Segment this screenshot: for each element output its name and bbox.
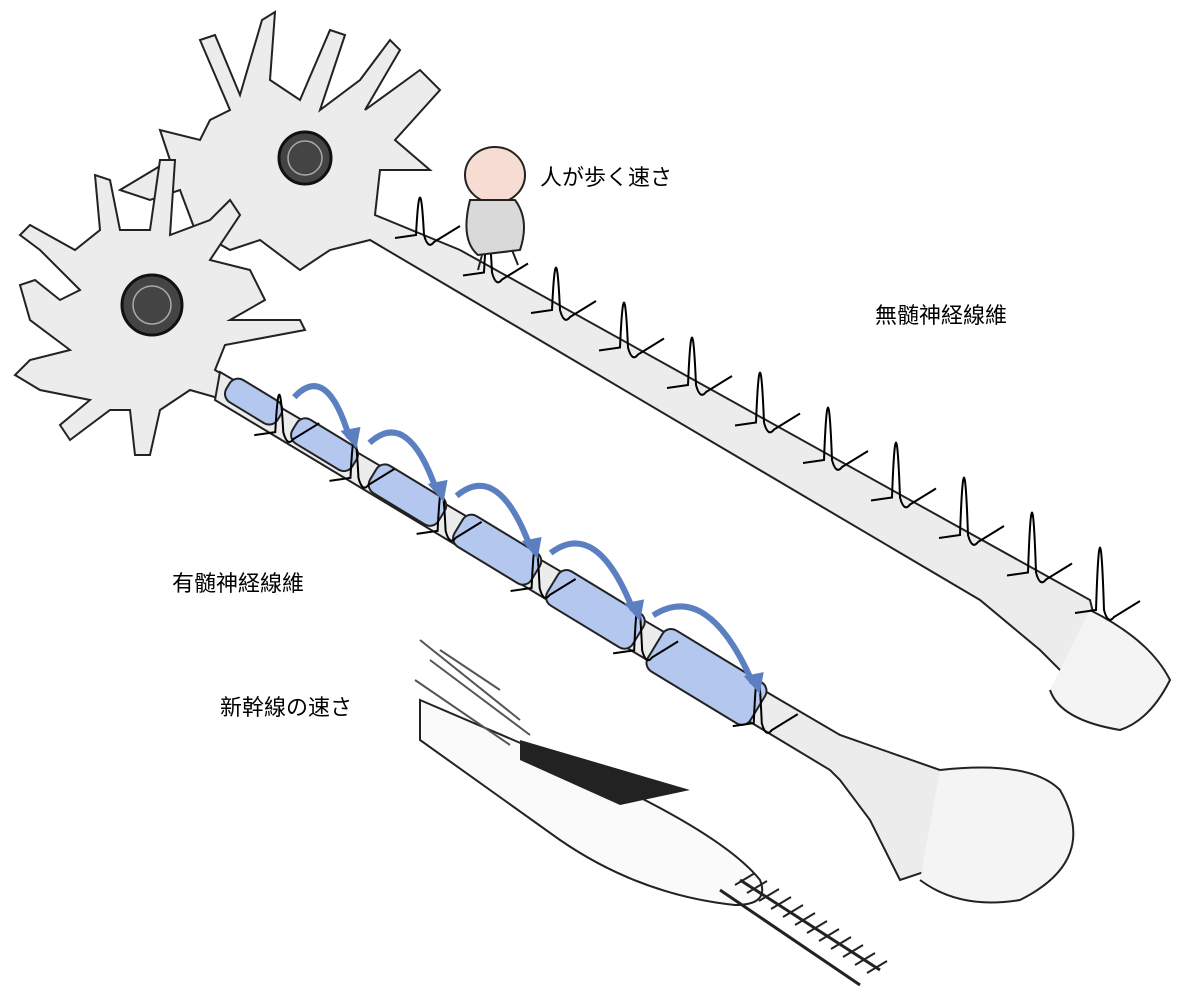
arrow-head-icon xyxy=(340,426,361,449)
label-myelinated-fiber: 有髄神経線維 xyxy=(172,572,305,597)
myelin-segment xyxy=(223,377,284,426)
myelin-segment xyxy=(290,417,359,473)
action-potential-spike xyxy=(870,441,937,509)
action-potential-spike xyxy=(254,393,320,443)
myelin-segment xyxy=(645,627,768,726)
label-unmyelinated-fiber: 無髄神経線維 xyxy=(875,304,1008,329)
rail-track xyxy=(734,872,888,974)
label-walking-speed: 人が歩く速さ xyxy=(540,166,673,191)
arrow-head-icon xyxy=(427,479,448,502)
action-potential-spike xyxy=(329,437,395,489)
myelin-sheaths xyxy=(223,377,768,726)
jump-arrow xyxy=(367,429,440,492)
jump-arrow xyxy=(651,603,756,685)
action-potential-spike xyxy=(666,336,733,396)
walking-child-figure xyxy=(464,146,526,271)
jump-arrow xyxy=(292,383,353,439)
jump-arrow xyxy=(548,540,636,612)
action-potential-spike xyxy=(598,301,665,359)
saltatory-jump-arrows xyxy=(292,383,764,695)
action-potential-spike xyxy=(612,603,679,662)
action-potential-spike xyxy=(938,476,1005,546)
arrow-head-icon xyxy=(521,537,542,560)
action-potential-spike xyxy=(394,196,461,246)
myelin-segment xyxy=(545,569,646,650)
jump-arrow xyxy=(454,483,534,550)
action-potential-spike xyxy=(732,674,799,734)
action-potential-spike xyxy=(1006,511,1073,584)
action-potential-spike xyxy=(734,371,801,434)
myelin-segment xyxy=(367,463,448,527)
action-potential-spike xyxy=(1074,546,1141,621)
action-potential-spike xyxy=(802,406,869,471)
action-potential-spikes xyxy=(254,196,1141,734)
myelin-segment xyxy=(452,513,543,586)
axon-terminal-upper xyxy=(1049,609,1172,732)
arrow-head-icon xyxy=(624,599,645,622)
action-potential-spike xyxy=(530,266,597,321)
axon-terminal-lower xyxy=(919,766,1075,904)
nucleus-upper xyxy=(277,130,333,186)
shinkansen-train xyxy=(414,639,881,987)
action-potential-spike xyxy=(510,543,577,599)
nucleus-lower xyxy=(120,273,184,337)
label-shinkansen-speed: 新幹線の速さ xyxy=(220,696,353,721)
arrow-head-icon xyxy=(743,672,764,695)
action-potential-spike xyxy=(416,488,483,542)
